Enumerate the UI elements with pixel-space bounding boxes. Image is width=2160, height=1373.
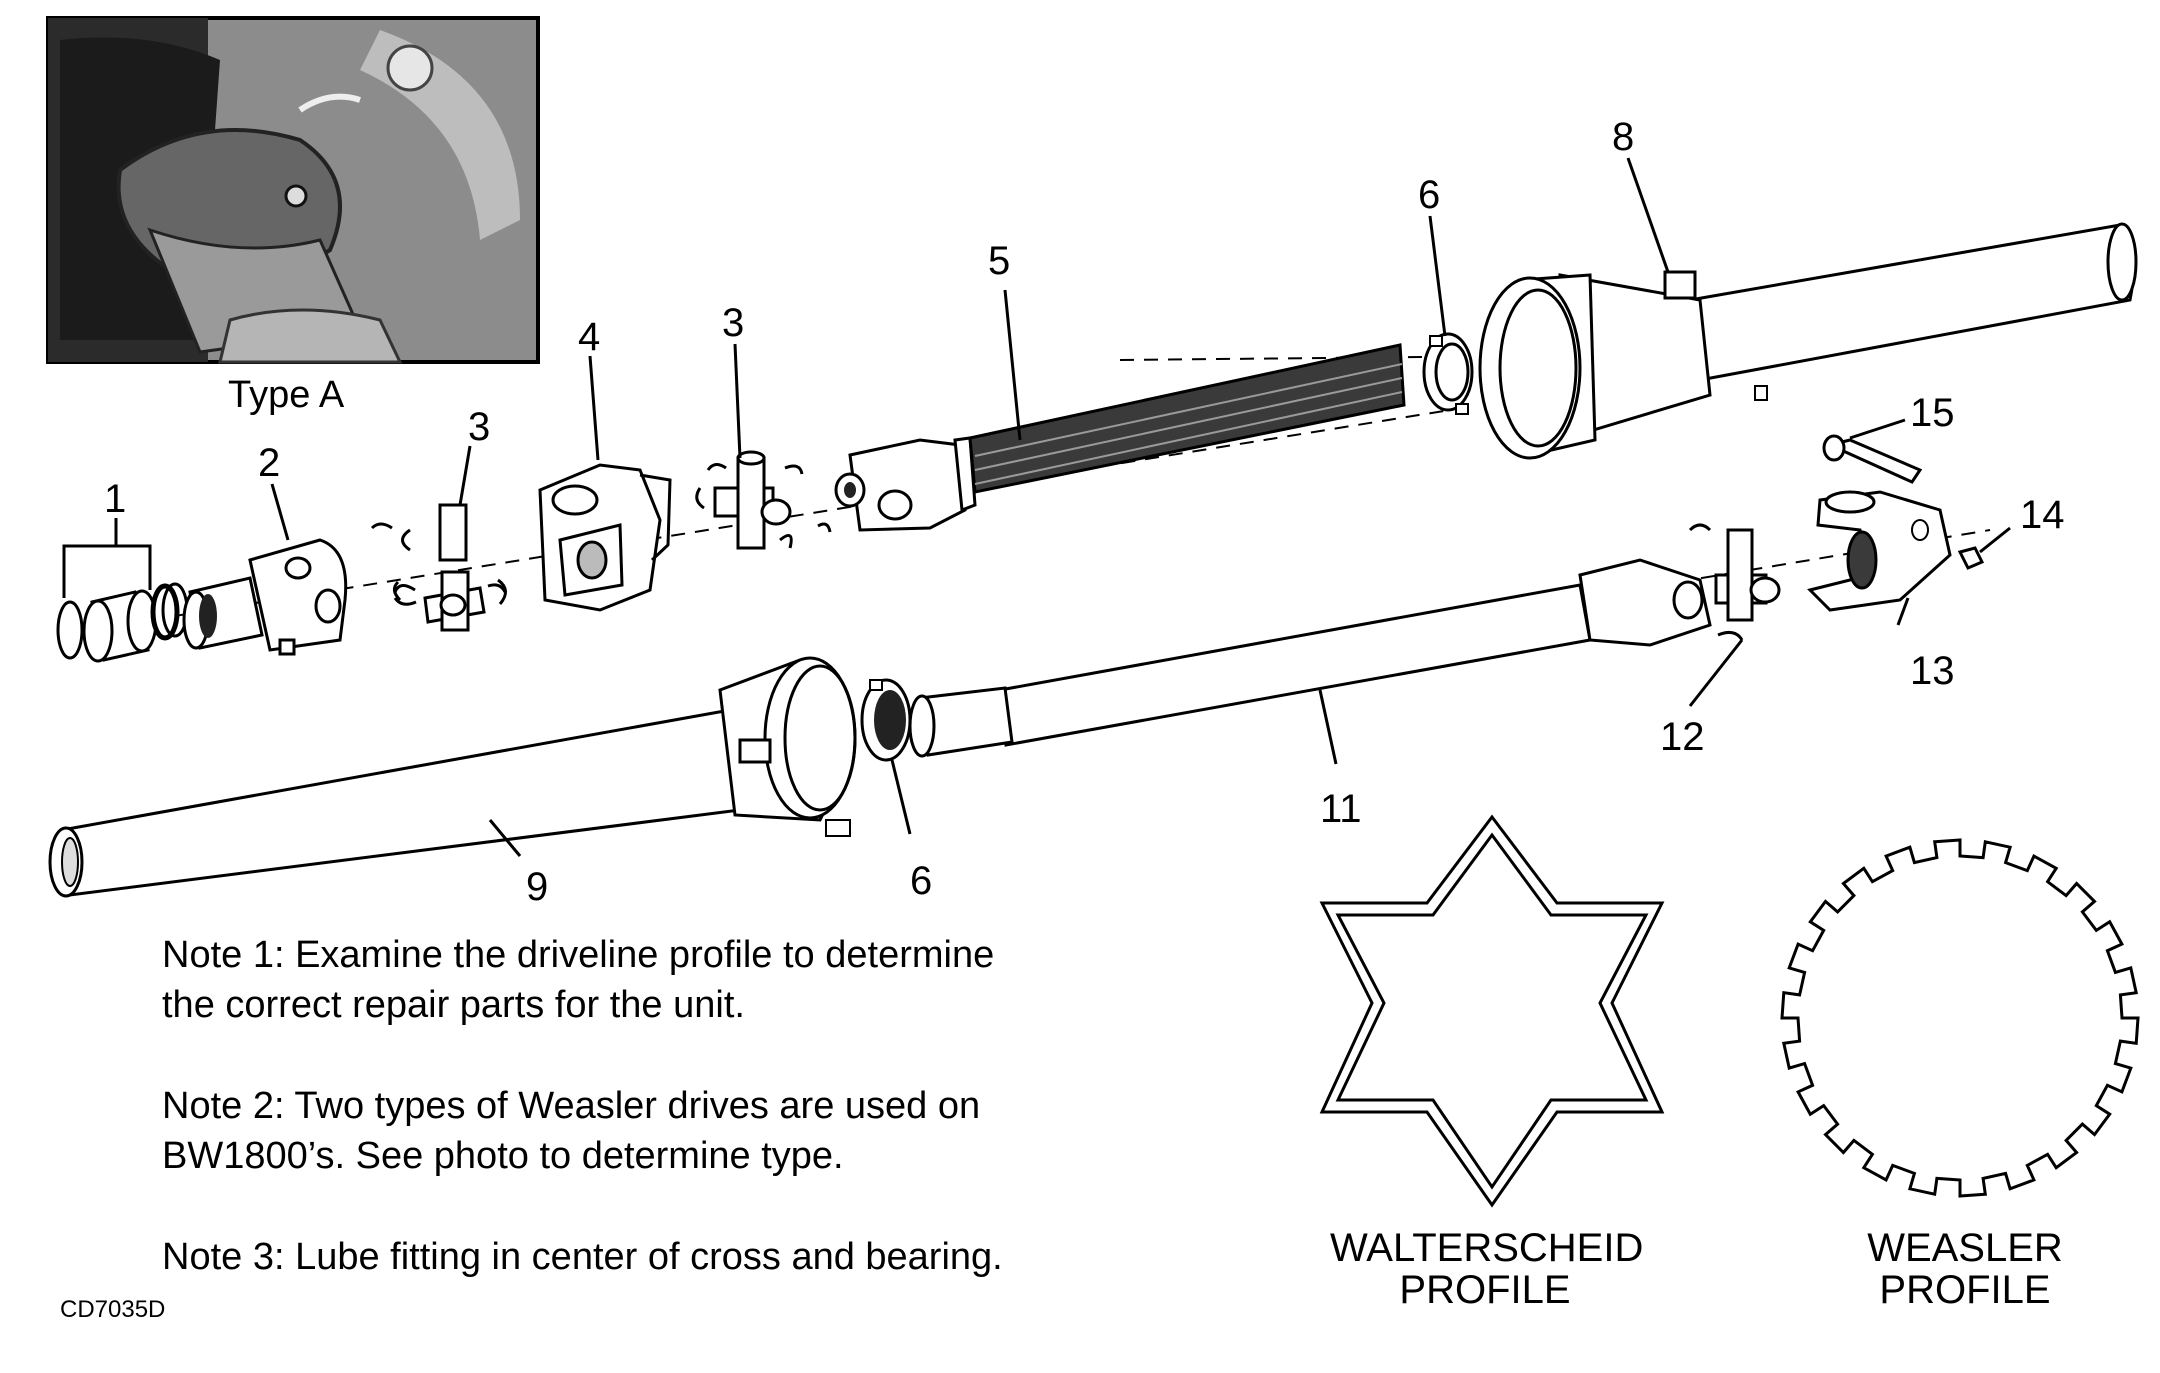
part-15-bolt [1822, 434, 1923, 484]
callout-8: 8 [1612, 115, 1634, 159]
callout-14: 14 [2020, 493, 2065, 537]
part-5-inner-shaft [834, 343, 1406, 532]
callout-4: 4 [578, 315, 600, 359]
part-4-yoke [538, 463, 672, 612]
callout-6-lower: 6 [910, 859, 932, 903]
photo-caption: Type A [228, 374, 345, 416]
part-13-yoke [1807, 490, 1952, 612]
note-2: Note 2: Two types of Weasler drives are … [162, 1081, 980, 1181]
walterscheid-label-line-1: WALTERSCHEID [1330, 1226, 1644, 1270]
drawing-code: CD7035D [60, 1296, 166, 1323]
part-11-inner-tube [908, 558, 1712, 758]
callout-11: 11 [1320, 787, 1362, 831]
note-1: Note 1: Examine the driveline profile to… [162, 930, 994, 1030]
type-a-photo [46, 16, 540, 364]
part-14-nut [1957, 546, 1985, 570]
part-6-ring-upper [1422, 332, 1474, 415]
note-1-line-1: Note 1: Examine the driveline profile to… [162, 934, 995, 976]
weasler-label-line-2: PROFILE [1879, 1268, 2051, 1312]
weasler-profile-shape [1780, 838, 2140, 1198]
part-9-outer-guard-tube [48, 656, 857, 898]
part-6-ring-lower [860, 678, 912, 762]
note-3-line-1: Note 3: Lube fitting in center of cross … [162, 1236, 1003, 1278]
part-2-yoke [182, 538, 348, 656]
note-2-line-1: Note 2: Two types of Weasler drives are … [162, 1085, 981, 1127]
callout-3: 3 [468, 405, 490, 449]
note-3: Note 3: Lube fitting in center of cross … [162, 1232, 1003, 1282]
part-12-cross [1688, 523, 1781, 641]
callout-2: 2 [258, 441, 280, 485]
callout-15: 15 [1910, 391, 1955, 435]
callout-9: 9 [526, 865, 548, 909]
callout-12: 12 [1660, 715, 1705, 759]
part-1-bearing-assembly [56, 582, 189, 663]
note-1-line-2: the correct repair parts for the unit. [162, 984, 745, 1026]
callout-5: 5 [988, 239, 1010, 283]
callout-6-upper: 6 [1418, 173, 1440, 217]
note-2-line-2: BW1800’s. See photo to determine type. [162, 1135, 844, 1177]
callout-13: 13 [1910, 649, 1955, 693]
callout-3b: 3 [722, 301, 744, 345]
part-3-cross-right [695, 450, 832, 550]
part-3-cross-left [370, 503, 507, 632]
callout-1: 1 [104, 477, 126, 521]
callout-numbers: 1 2 3 3 4 5 6 8 15 14 13 12 11 9 6 [104, 115, 2065, 909]
walterscheid-profile-shape [1319, 814, 1665, 1208]
part-8-outer-guard [1478, 222, 2138, 460]
weasler-profile-label: WEASLER PROFILE [1830, 1227, 2100, 1311]
weasler-label-line-1: WEASLER [1867, 1226, 2063, 1270]
leader-lines [62, 157, 2011, 857]
walterscheid-label-line-2: PROFILE [1399, 1268, 1571, 1312]
walterscheid-profile-label: WALTERSCHEID PROFILE [1330, 1226, 1644, 1312]
